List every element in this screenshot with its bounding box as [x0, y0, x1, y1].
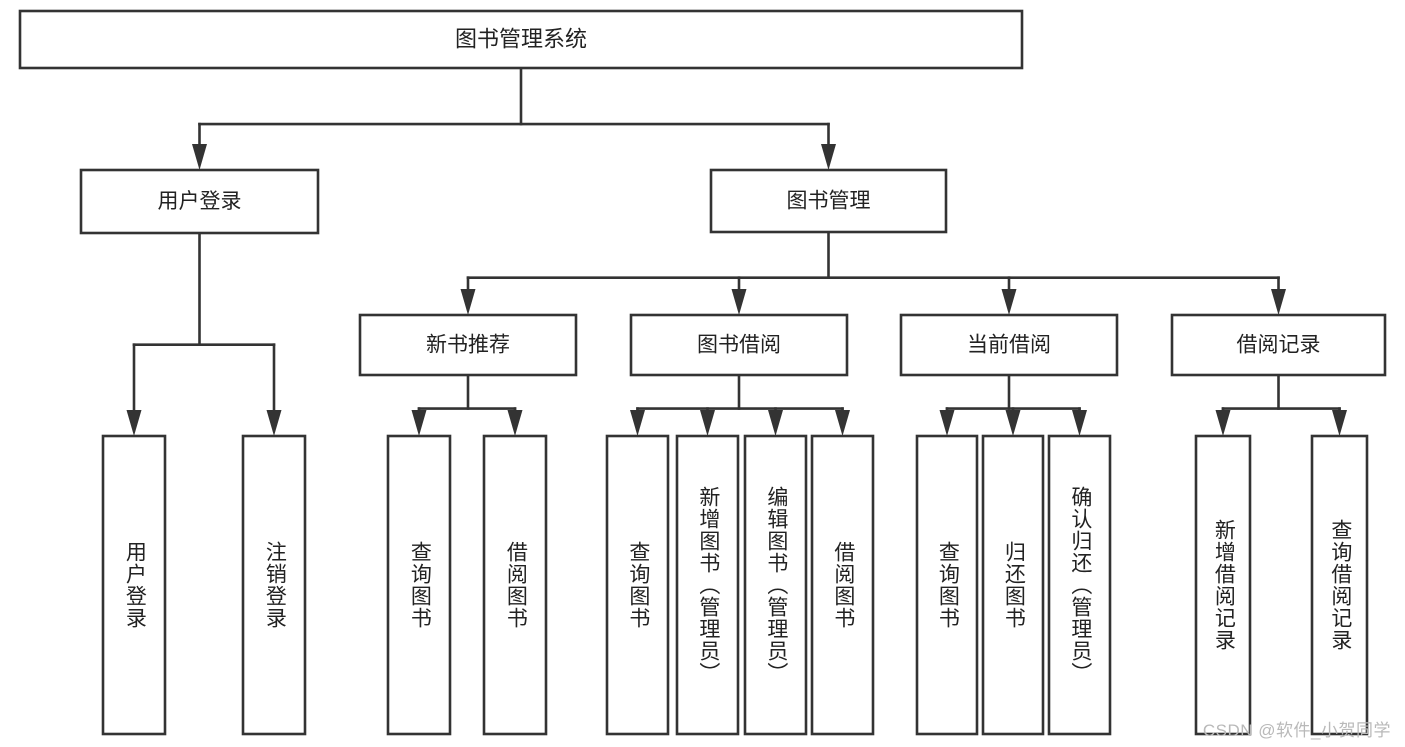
node-box-current-borrow[interactable]	[899, 313, 1119, 377]
arrowhead-icon	[768, 410, 783, 436]
node-box-leaf-borrow-book-2[interactable]	[810, 434, 875, 736]
arrowhead-icon	[1332, 410, 1347, 436]
node-box-root[interactable]	[18, 9, 1024, 70]
node-box-leaf-query-record[interactable]	[1310, 434, 1369, 736]
watermark: CSDN @软件_小贺同学	[1202, 721, 1391, 740]
node-box-leaf-add-book[interactable]	[675, 434, 740, 736]
arrowhead-icon	[507, 410, 523, 436]
arrowhead-icon	[1001, 289, 1017, 315]
arrowhead-icon	[731, 289, 747, 315]
arrowhead-icon	[460, 289, 476, 315]
node-box-leaf-borrow-book-1[interactable]	[482, 434, 548, 736]
arrowhead-icon	[126, 410, 142, 436]
node-box-layer	[18, 9, 1387, 736]
node-box-new-book-rec[interactable]	[358, 313, 578, 377]
node-box-user-login[interactable]	[79, 168, 320, 235]
node-label-new-book-rec: 新书推荐	[426, 334, 510, 357]
arrowhead-icon	[1005, 410, 1021, 436]
node-box-leaf-confirm-return[interactable]	[1047, 434, 1112, 736]
arrowhead-icon	[192, 144, 207, 170]
arrowhead-icon	[1215, 410, 1231, 436]
arrowhead-icon	[821, 144, 836, 170]
arrowhead-icon	[835, 410, 850, 436]
arrowhead-icon	[700, 410, 715, 436]
node-box-leaf-logout[interactable]	[241, 434, 307, 736]
node-box-leaf-add-record[interactable]	[1194, 434, 1252, 736]
node-label-borrow-record: 借阅记录	[1237, 334, 1321, 357]
node-box-leaf-query-book-2[interactable]	[605, 434, 670, 736]
node-box-borrow-record[interactable]	[1170, 313, 1387, 377]
node-label-root: 图书管理系统	[455, 26, 587, 51]
node-label-book-borrow: 图书借阅	[697, 334, 781, 357]
node-box-leaf-edit-book[interactable]	[743, 434, 808, 736]
node-box-leaf-query-book-3[interactable]	[915, 434, 979, 736]
node-label-book-manage: 图书管理	[787, 190, 871, 213]
node-label-current-borrow: 当前借阅	[967, 334, 1051, 357]
node-box-leaf-query-book-1[interactable]	[386, 434, 452, 736]
node-box-book-manage[interactable]	[709, 168, 948, 234]
arrowhead-icon	[939, 410, 955, 436]
node-box-book-borrow[interactable]	[629, 313, 849, 377]
node-box-leaf-return-book[interactable]	[981, 434, 1045, 736]
connector-layer	[126, 66, 1347, 436]
arrowhead-icon	[1072, 410, 1087, 436]
node-box-leaf-user-login[interactable]	[101, 434, 167, 736]
arrowhead-icon	[1271, 289, 1286, 315]
node-label-user-login: 用户登录	[158, 190, 242, 213]
arrowhead-icon	[630, 410, 645, 436]
arrowhead-icon	[266, 410, 282, 436]
arrowhead-icon	[411, 410, 427, 436]
